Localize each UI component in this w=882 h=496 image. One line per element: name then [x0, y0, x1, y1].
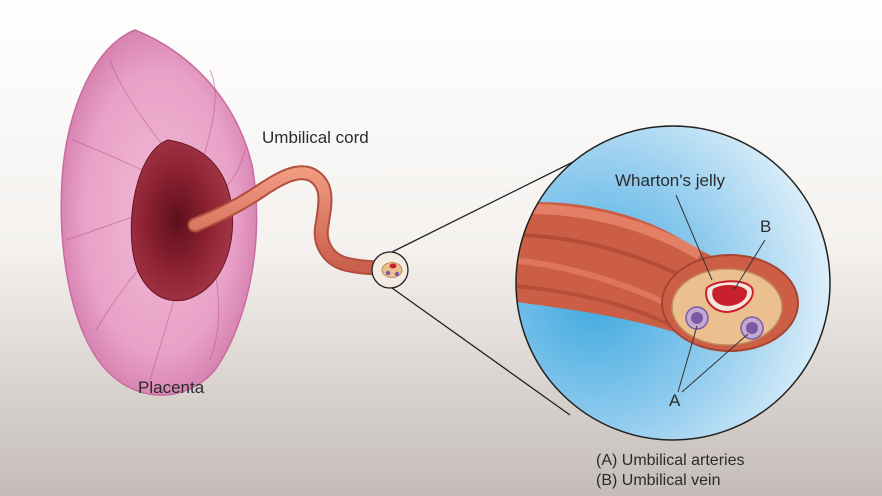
umbilical-artery-right [746, 322, 758, 334]
marker-b-label: B [760, 218, 771, 235]
legend: (A) Umbilical arteries (B) Umbilical vei… [596, 451, 744, 491]
umbilical-cord-label: Umbilical cord [262, 129, 369, 146]
placenta-label: Placenta [138, 379, 204, 396]
whartons-jelly-label: Wharton's jelly [615, 172, 725, 189]
legend-item-arteries: (A) Umbilical arteries [596, 451, 744, 471]
legend-item-vein: (B) Umbilical vein [596, 471, 744, 491]
cord-section-circle [372, 252, 408, 288]
cord-cross-section [662, 255, 798, 351]
marker-a-label: A [669, 392, 680, 409]
umbilical-artery-left [691, 312, 703, 324]
